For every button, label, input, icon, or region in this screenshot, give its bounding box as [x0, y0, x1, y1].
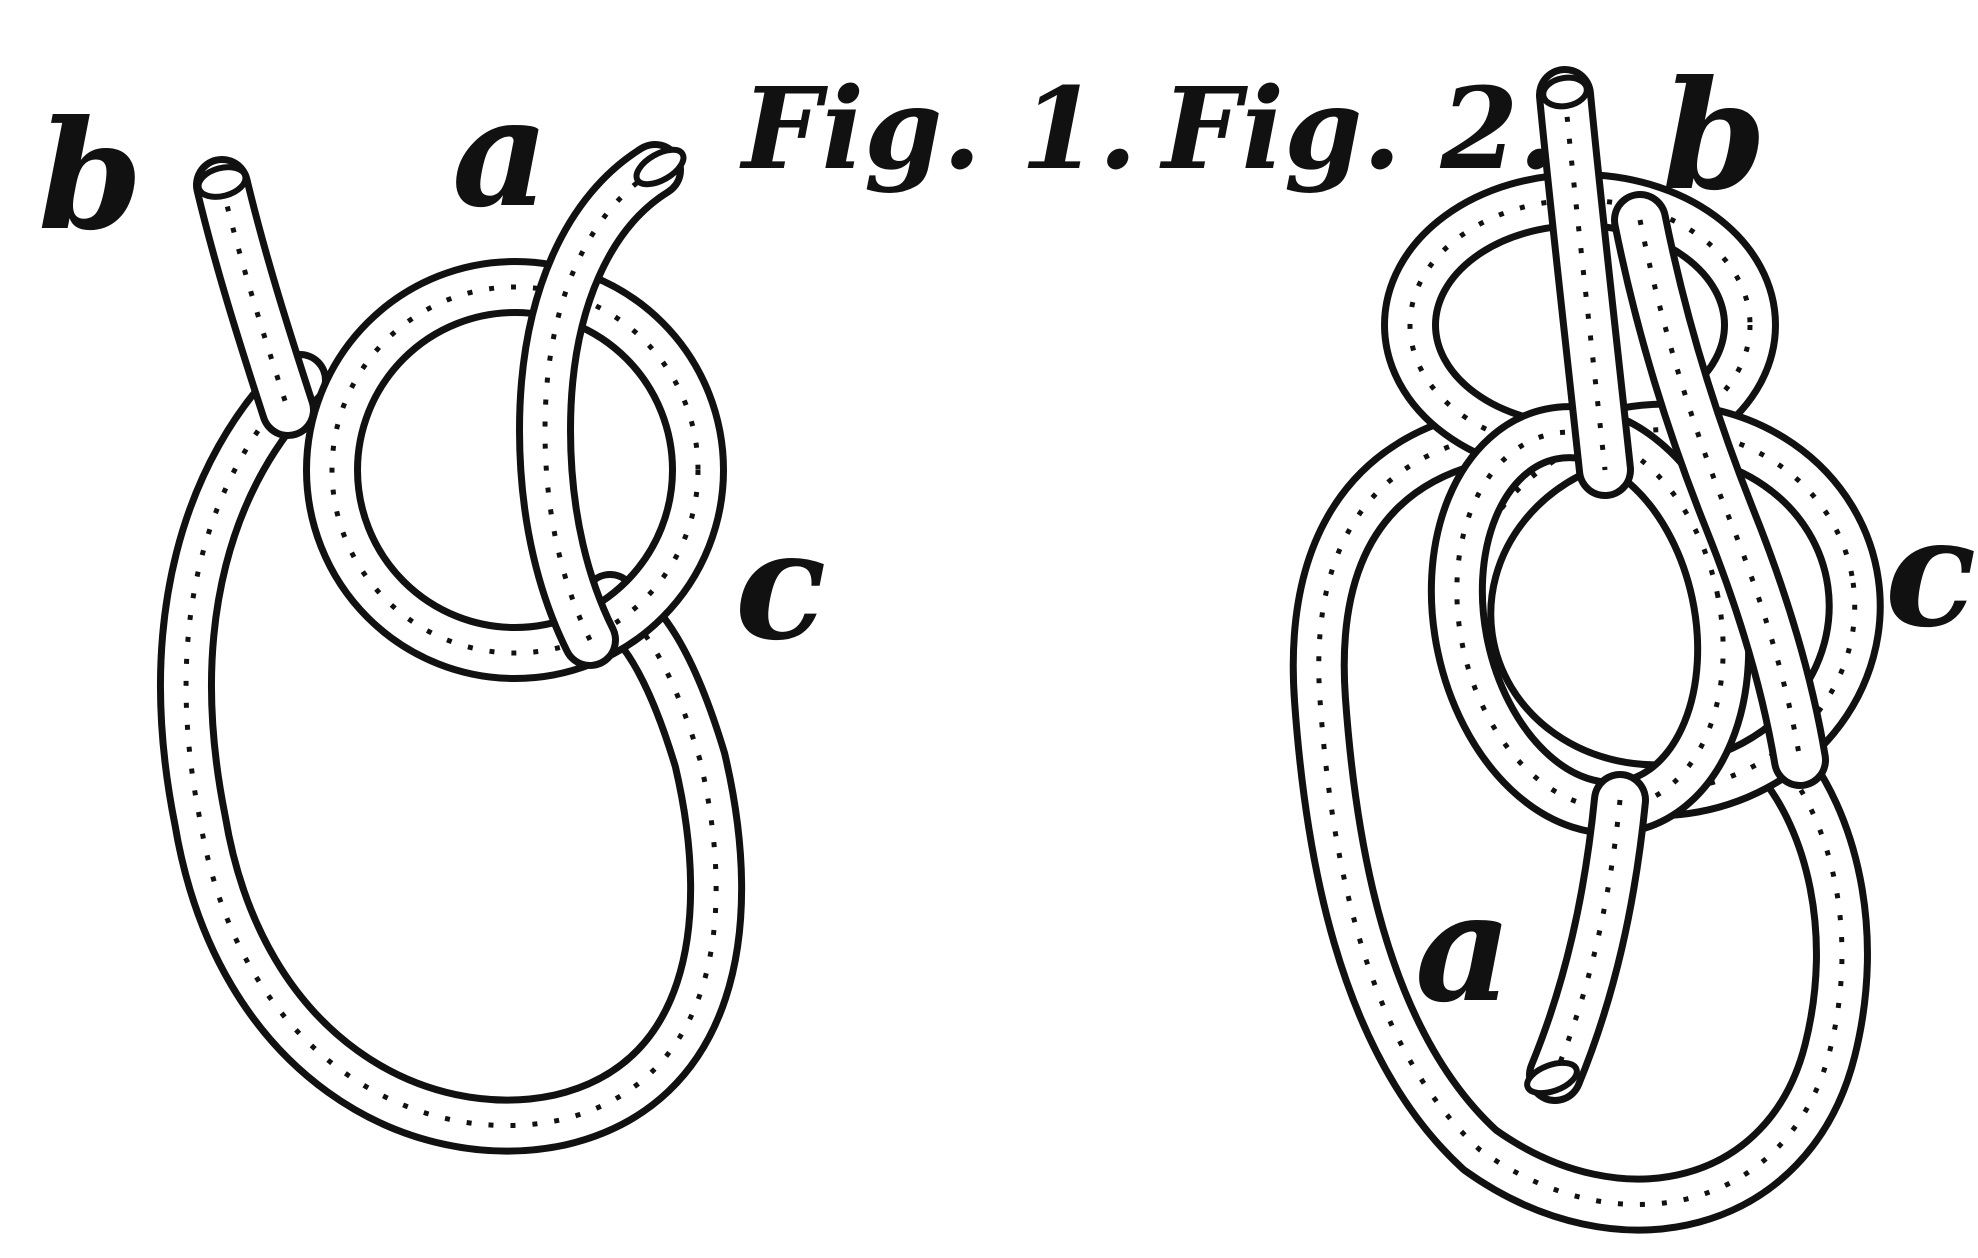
- figure-2-knot: Fig. 2. b c a: [1159, 48, 1976, 1234]
- figure-1-rope-upper-loop: [303, 258, 727, 682]
- figure-2-rope-end-b: [1536, 66, 1634, 499]
- figure-2-rope-outer-loop: [1289, 411, 1871, 1234]
- figure-1-rope-end-a: [516, 141, 687, 669]
- figure-2-caption: Fig. 2.: [1159, 64, 1557, 195]
- figure-2-label-c: c: [1885, 485, 1976, 661]
- figure-1-rope-end-b: [193, 156, 317, 439]
- figure-2-label-b: b: [1662, 48, 1767, 224]
- figure-2-rope-diagonal-strand: [1611, 191, 1829, 789]
- figure-1-knot: Fig. 1. b a c: [38, 64, 1137, 1155]
- figure-1-label-b: b: [38, 88, 143, 264]
- figure-1-label-a: a: [452, 65, 549, 241]
- figure-1-label-c: c: [735, 498, 826, 674]
- figure-1-rope-lower-loop: [157, 351, 746, 1155]
- figure-2-rope-end-a: [1524, 771, 1649, 1104]
- figure-1-caption: Fig. 1.: [739, 64, 1137, 195]
- figure-2-label-a: a: [1415, 860, 1512, 1036]
